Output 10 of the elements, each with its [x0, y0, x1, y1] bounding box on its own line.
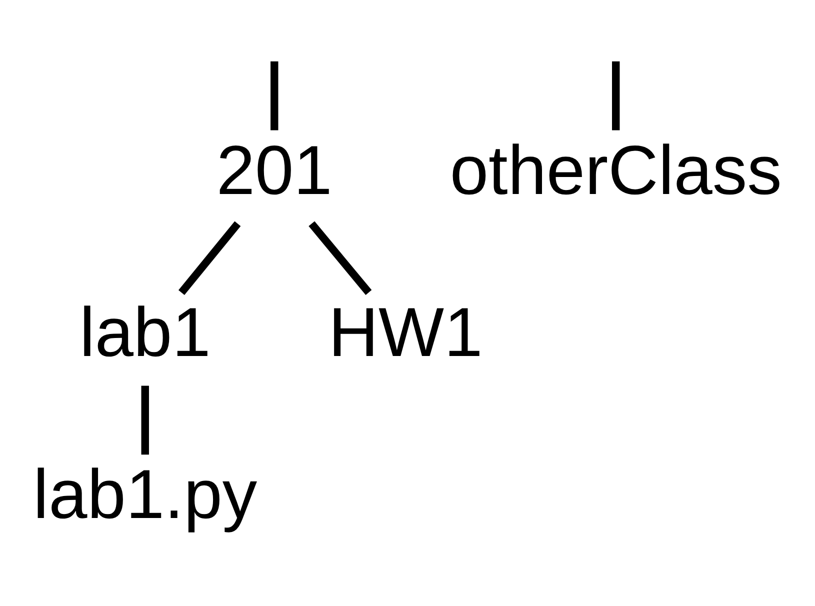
- node-text: 201: [216, 130, 332, 208]
- connector: [308, 220, 372, 294]
- connector: [612, 60, 620, 130]
- connector: [270, 60, 278, 130]
- node-text: lab1.py: [33, 454, 258, 532]
- connector: [178, 220, 241, 294]
- node-text: otherClass: [450, 130, 782, 208]
- connector: [141, 385, 149, 454]
- node-text: lab1: [79, 292, 211, 370]
- node-text: HW1: [328, 292, 483, 370]
